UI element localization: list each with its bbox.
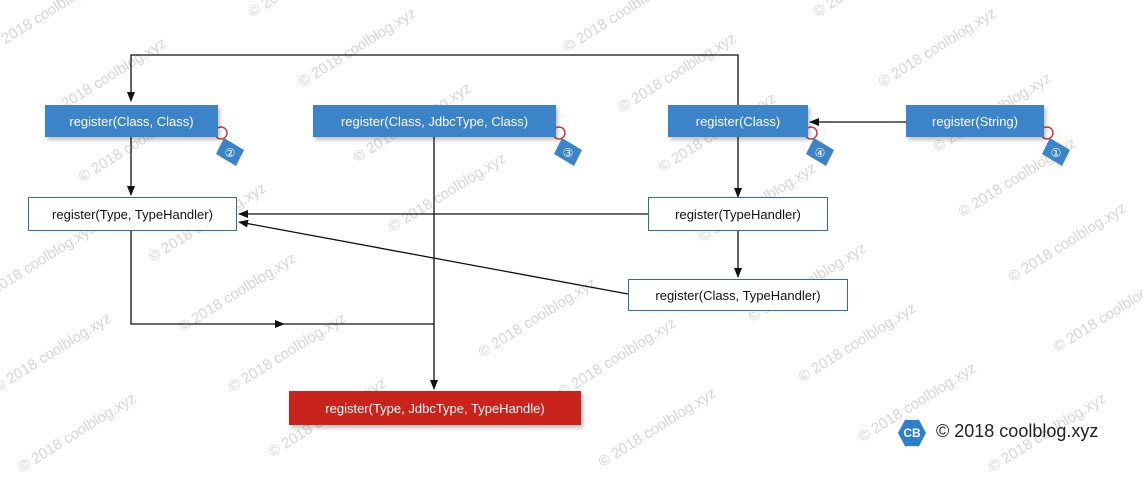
tag-label: ③ — [563, 146, 574, 160]
edge-typetypehandler-to-junction — [130, 231, 434, 325]
mid-arrow-head — [275, 320, 285, 328]
node-register-type-typehandler: register(Type, TypeHandler) — [28, 197, 237, 231]
node-register-class-typehandler: register(Class, TypeHandler) — [628, 279, 848, 311]
tag-body — [1042, 138, 1070, 166]
tag-body — [806, 138, 834, 166]
tag-badge: ④ — [804, 126, 834, 166]
credit-text: © 2018 coolblog.xyz — [936, 421, 1099, 441]
tag-label: ② — [225, 146, 236, 160]
tag-badge: ② — [214, 126, 244, 166]
node-register-typehandler: register(TypeHandler) — [648, 197, 828, 231]
node-register-class-jdbctype-class: register(Class, JdbcType, Class) — [313, 105, 556, 137]
coolblog-logo: CB — [898, 419, 926, 447]
tag-layer: ② ③ ④ ① — [214, 126, 1070, 166]
tag-label: ④ — [815, 146, 826, 160]
tag-badge: ③ — [552, 126, 582, 166]
edge-class-to-classclass — [127, 54, 739, 105]
tag-body — [216, 138, 244, 166]
node-register-class-class: register(Class, Class) — [45, 105, 218, 137]
node-register-class: register(Class) — [668, 105, 808, 137]
tag-body — [554, 138, 582, 166]
tag-label: ① — [1051, 146, 1062, 160]
node-register-string: register(String) — [906, 105, 1044, 137]
tag-badge: ① — [1040, 126, 1070, 166]
node-register-type-jdbctype-typehandle: register(Type, JdbcType, TypeHandle) — [289, 391, 581, 425]
